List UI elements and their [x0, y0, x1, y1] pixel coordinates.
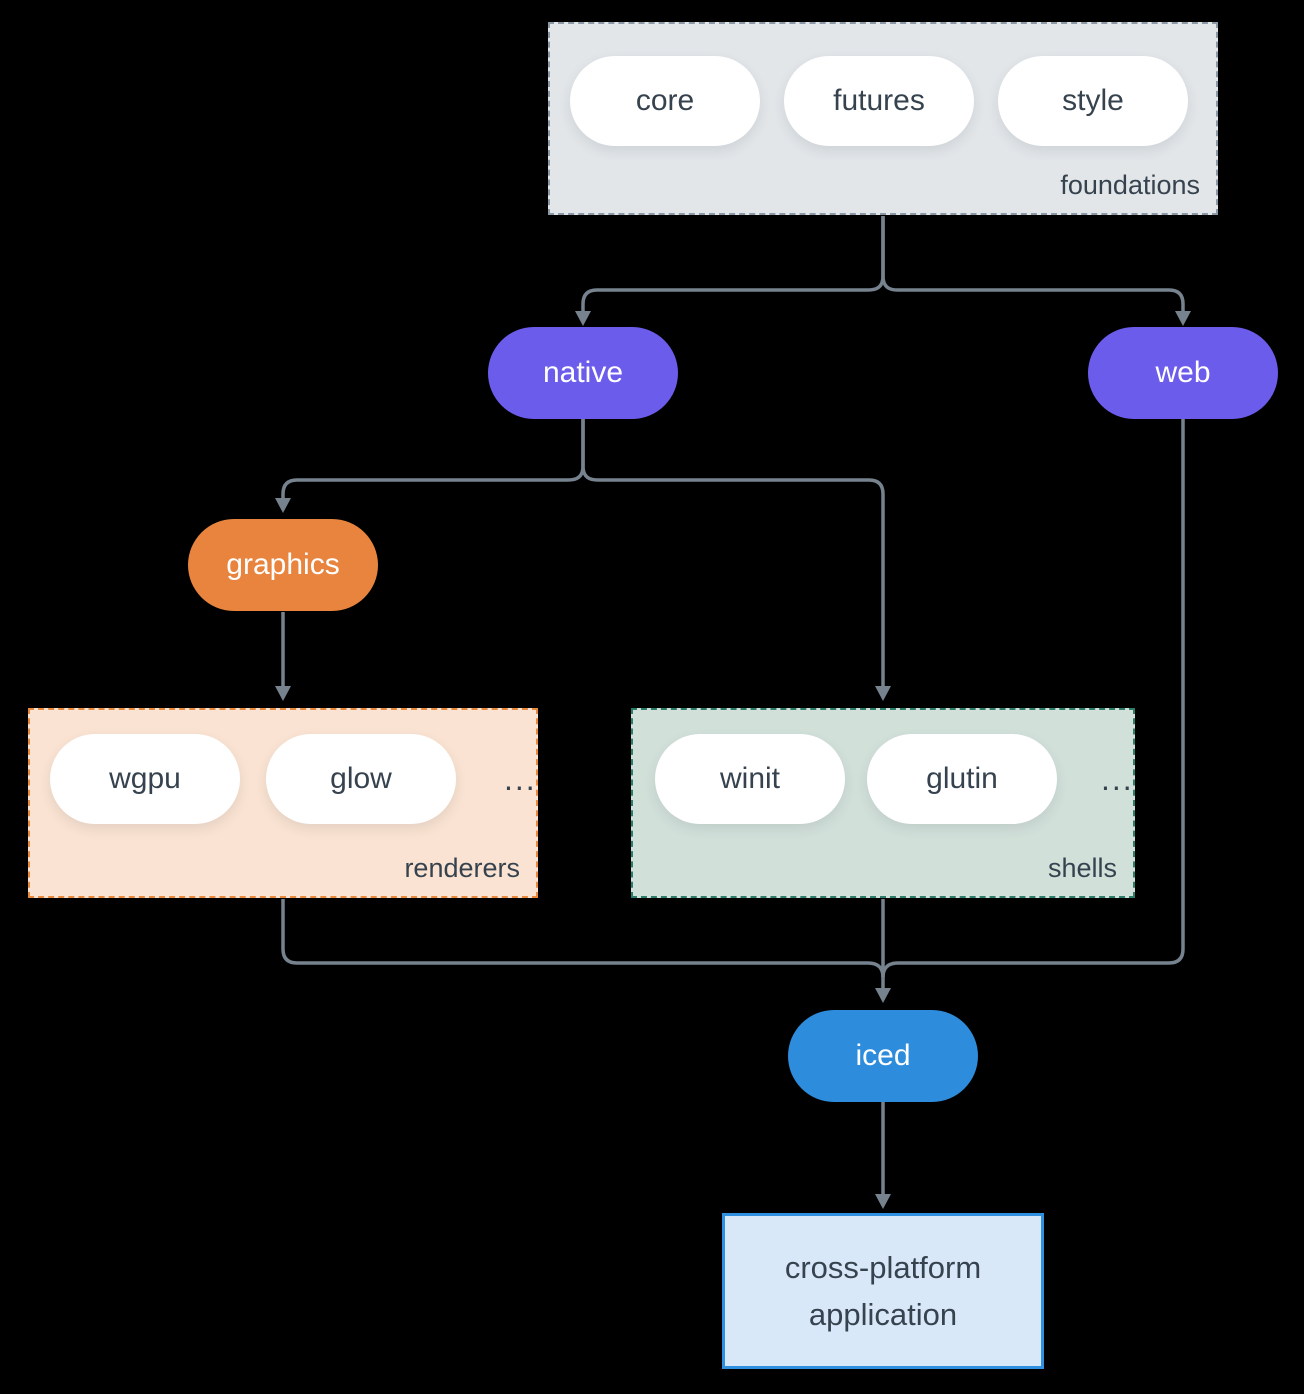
shells-ellipsis: ... — [1101, 760, 1134, 797]
arrowhead-iced — [875, 988, 891, 1003]
node-iced: iced — [788, 1010, 978, 1102]
pill-core: core — [570, 56, 760, 146]
connector-foundations-native — [581, 216, 885, 312]
connector-renderers-iced — [281, 899, 885, 978]
application-label-line2: application — [808, 1297, 958, 1332]
pill-glow-label: glow — [330, 762, 392, 795]
node-graphics: graphics — [188, 519, 378, 611]
pill-glutin-label: glutin — [926, 762, 998, 795]
pill-wgpu-label: wgpu — [109, 762, 181, 795]
pill-glutin: glutin — [867, 734, 1057, 824]
renderers-group: wgpu glow ... renderers — [28, 708, 538, 898]
connector-foundations-web — [881, 216, 1185, 312]
pill-core-label: core — [635, 84, 695, 117]
node-iced-label: iced — [855, 1039, 911, 1072]
application-label-line1: cross-platform — [784, 1250, 982, 1285]
shells-pill-row: winit glutin ... — [633, 710, 1133, 824]
pill-style: style — [998, 56, 1188, 146]
foundations-pill-row: core futures style — [550, 24, 1216, 146]
arrowhead-graphics — [275, 498, 291, 513]
node-native-label: native — [542, 356, 624, 389]
node-web-label: web — [1155, 356, 1211, 389]
arrowhead-shells — [875, 686, 891, 701]
renderers-ellipsis: ... — [504, 760, 537, 797]
node-web: web — [1088, 327, 1278, 419]
pill-futures-label: futures — [833, 84, 925, 117]
renderers-pill-row: wgpu glow ... — [30, 710, 536, 824]
pill-futures: futures — [784, 56, 974, 146]
arrowhead-web — [1175, 311, 1191, 326]
node-native: native — [488, 327, 678, 419]
pill-winit-label: winit — [719, 762, 780, 795]
arrowhead-renderers — [275, 686, 291, 701]
shells-group: winit glutin ... shells — [631, 708, 1135, 898]
connector-native-shells — [581, 419, 885, 687]
arrowhead-application — [875, 1194, 891, 1209]
connector-web-iced — [881, 419, 1185, 978]
node-graphics-label: graphics — [226, 548, 340, 581]
shells-label: shells — [1047, 853, 1117, 883]
foundations-group: core futures style foundations — [548, 22, 1218, 215]
pill-glow: glow — [266, 734, 456, 824]
arrowhead-native — [575, 311, 591, 326]
renderers-label: renderers — [404, 853, 520, 883]
node-application: cross-platform application — [722, 1213, 1044, 1369]
connector-native-graphics — [281, 419, 585, 499]
pill-style-label: style — [1062, 84, 1124, 117]
foundations-label: foundations — [1060, 170, 1200, 200]
pill-winit: winit — [655, 734, 845, 824]
pill-wgpu: wgpu — [50, 734, 240, 824]
